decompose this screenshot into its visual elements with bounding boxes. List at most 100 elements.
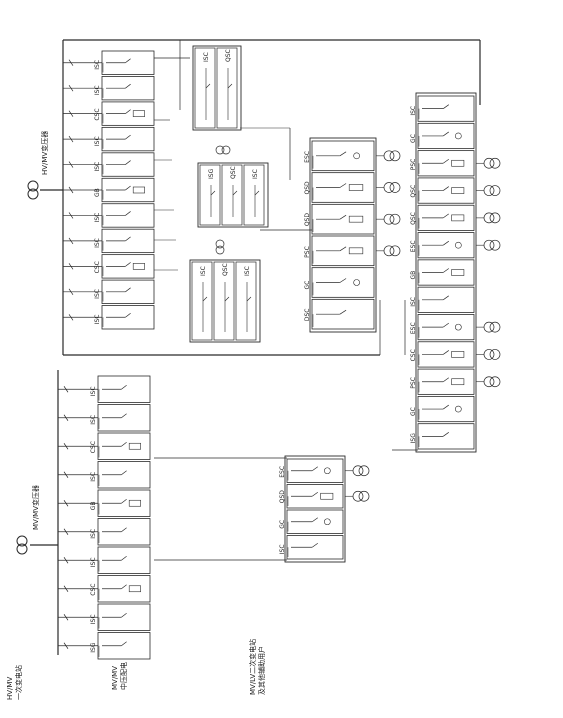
fuse-icon [320, 492, 334, 500]
transformer-coil-icon [221, 145, 231, 155]
cabinet-code: ISG [410, 433, 417, 444]
cabinet-qsc: QSC [221, 164, 243, 226]
cabinet-code: GB [90, 501, 97, 510]
breaker-icon [68, 110, 74, 117]
switch-blade-icon [311, 542, 319, 548]
cabinet-code: ESC [410, 240, 417, 252]
switch-blade-icon [121, 441, 127, 447]
cabinet-frame [221, 164, 243, 226]
switch-blade-icon [125, 312, 131, 318]
cabinet-code: ISC [252, 169, 259, 179]
cabinet-code: CSC [94, 108, 101, 120]
fuse-icon [451, 214, 465, 222]
switch-blade-icon [202, 296, 208, 302]
cabinet-code: ISC [279, 544, 286, 554]
switch-blade-icon [246, 296, 252, 302]
cabinet-code: GC [279, 520, 286, 529]
cabinet-code: ISC [410, 106, 417, 116]
switch-blade-icon [121, 527, 127, 533]
switch-blade-icon [232, 190, 238, 196]
transformer-coil-icon [489, 376, 501, 388]
cabinet-gc: GC [410, 395, 475, 423]
transformer-coil-icon [358, 490, 370, 502]
switch-blade-icon [442, 350, 450, 355]
cabinet-code: ISC [94, 314, 101, 324]
cabinet-qsc: QSC [410, 177, 475, 204]
switch-blade-icon [125, 287, 131, 293]
cabinet-code: QSC [222, 263, 229, 276]
switch-blade-icon [121, 555, 127, 561]
switch-blade-icon [205, 83, 211, 89]
transformer-coil-icon [483, 349, 495, 360]
transformer-coil-icon [383, 213, 395, 225]
cabinet-frame [311, 140, 375, 172]
switch-blade-icon [125, 236, 131, 242]
cabinet-isg: ISG [410, 423, 475, 450]
cabinet-gb: GB [90, 489, 151, 517]
cabinet-code: ISC [90, 472, 97, 482]
cabinet-gc: GC [304, 267, 375, 298]
breaker-icon [63, 443, 69, 450]
switch-blade-icon [227, 83, 233, 89]
main-buses [30, 39, 481, 655]
label-lv-note: MV/LV二次变电站及其他辅助用户 [248, 639, 266, 695]
cabinet-code: ISC [94, 162, 101, 172]
cabinet-code: QSC [410, 212, 417, 225]
cabinet-gc: GC [410, 122, 475, 150]
cabinet-frame [286, 535, 344, 560]
cabinet-esc: ESC [279, 458, 344, 483]
cabinet-code: ISC [90, 557, 97, 567]
switch-blade-icon [311, 517, 319, 523]
cabinet-psc: PSC [410, 368, 475, 395]
cabinet-frame [216, 47, 238, 129]
transformer-coil-icon [215, 145, 225, 155]
transformer-coil-icon [489, 185, 501, 196]
cabinet-frame [199, 164, 221, 226]
transformer-coil-icon [483, 376, 495, 388]
switch-blade-icon [121, 470, 127, 476]
cabinet-frame [417, 95, 475, 122]
cabinet-psc: PSC [304, 235, 375, 267]
cabinet-frame [286, 509, 344, 534]
fuse-icon [348, 247, 364, 255]
meter-icon [455, 323, 462, 331]
cabinet-frame [213, 261, 235, 341]
cabinet-isc: ISC [235, 261, 257, 341]
cabinet-code: ISC [200, 266, 207, 276]
cabinet-code: QSD [304, 181, 311, 195]
transformer-coil-icon [483, 185, 495, 196]
cabinet-code: GB [94, 188, 101, 197]
breaker-icon [63, 471, 69, 478]
cabinet-code: QSD [304, 213, 311, 227]
fuse-icon [348, 184, 364, 191]
meter-icon [455, 132, 462, 140]
cabinet-code: QSC [410, 185, 417, 198]
cabinet-frame [286, 458, 344, 483]
switch-blade-icon [125, 160, 131, 165]
switch-blade-icon [339, 151, 347, 157]
cabinet-frame [417, 395, 475, 423]
annotation-labels: HV/MV变压器 MV/MV变压器 HV/MV一次变电站 MV/MV中压配电 M… [6, 131, 266, 700]
switch-blade-icon [442, 213, 450, 219]
cabinet-frame [417, 204, 475, 231]
meter-icon [324, 518, 331, 526]
switch-blade-icon [121, 413, 127, 419]
cabinet-code: ISC [90, 529, 97, 539]
switch-blade-icon [442, 104, 450, 109]
fuse-icon [451, 351, 465, 358]
switch-blade-icon [125, 211, 131, 216]
cabinet-code: ISC [94, 136, 101, 146]
transformer-coil-icon [489, 212, 501, 224]
cabinet-frame [311, 235, 375, 267]
switch-blade-icon [125, 134, 131, 140]
cabinet-code: ESC [304, 151, 311, 163]
transformer-coil-icon [383, 245, 395, 257]
cabinet-qsc: QSC [213, 261, 235, 341]
transformer-coil-icon [358, 465, 370, 477]
cabinet-code: CSC [94, 261, 101, 273]
cabinet-isc: ISC [90, 461, 151, 489]
cabinet-frame [417, 122, 475, 150]
switch-blade-icon [442, 268, 450, 273]
meter-icon [455, 405, 462, 413]
